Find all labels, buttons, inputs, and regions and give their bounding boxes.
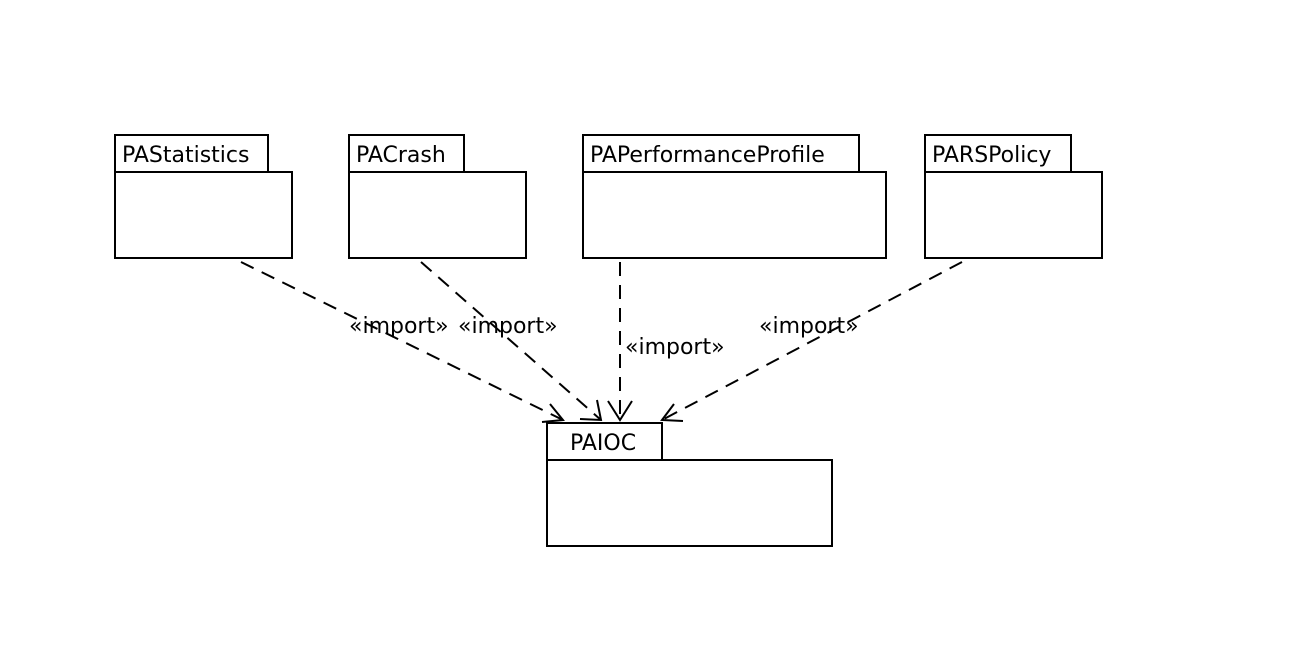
package-body <box>546 459 833 547</box>
package-body <box>114 171 293 259</box>
arrowhead <box>541 403 565 423</box>
arrowhead <box>660 403 684 422</box>
dependency-label: «import» <box>349 314 449 339</box>
package-parspolicy[interactable]: PARSPolicy <box>924 134 1103 259</box>
dependency-line <box>420 261 602 421</box>
package-name: PAPerformanceProfile <box>590 143 825 168</box>
package-body <box>924 171 1103 259</box>
dependency-label: «import» <box>625 335 725 360</box>
arrowhead <box>579 399 603 422</box>
package-name: PACrash <box>356 143 446 168</box>
package-body <box>348 171 527 259</box>
package-paioc[interactable]: PAIOC <box>546 422 833 547</box>
dependency-label: «import» <box>759 314 859 339</box>
package-name: PAStatistics <box>122 143 249 168</box>
import-dependency-parspolicy[interactable]: «import» <box>660 261 963 422</box>
package-tab <box>114 134 269 173</box>
dependency-label: «import» <box>458 314 558 339</box>
import-dependency-pastatistics[interactable]: «import» <box>240 261 565 423</box>
package-paperformanceprofile[interactable]: PAPerformanceProfile <box>582 134 887 259</box>
import-dependency-paperformanceprofile[interactable]: «import» <box>607 262 725 422</box>
package-name: PARSPolicy <box>932 143 1051 168</box>
arrowhead <box>607 400 633 422</box>
dependency-line <box>240 261 564 421</box>
package-pastatistics[interactable]: PAStatistics <box>114 134 293 259</box>
package-tab <box>924 134 1072 173</box>
import-dependency-pacrash[interactable]: «import» <box>420 261 603 422</box>
dependency-line <box>661 261 963 421</box>
package-pacrash[interactable]: PACrash <box>348 134 527 259</box>
package-body <box>582 171 887 259</box>
package-name: PAIOC <box>570 431 636 456</box>
